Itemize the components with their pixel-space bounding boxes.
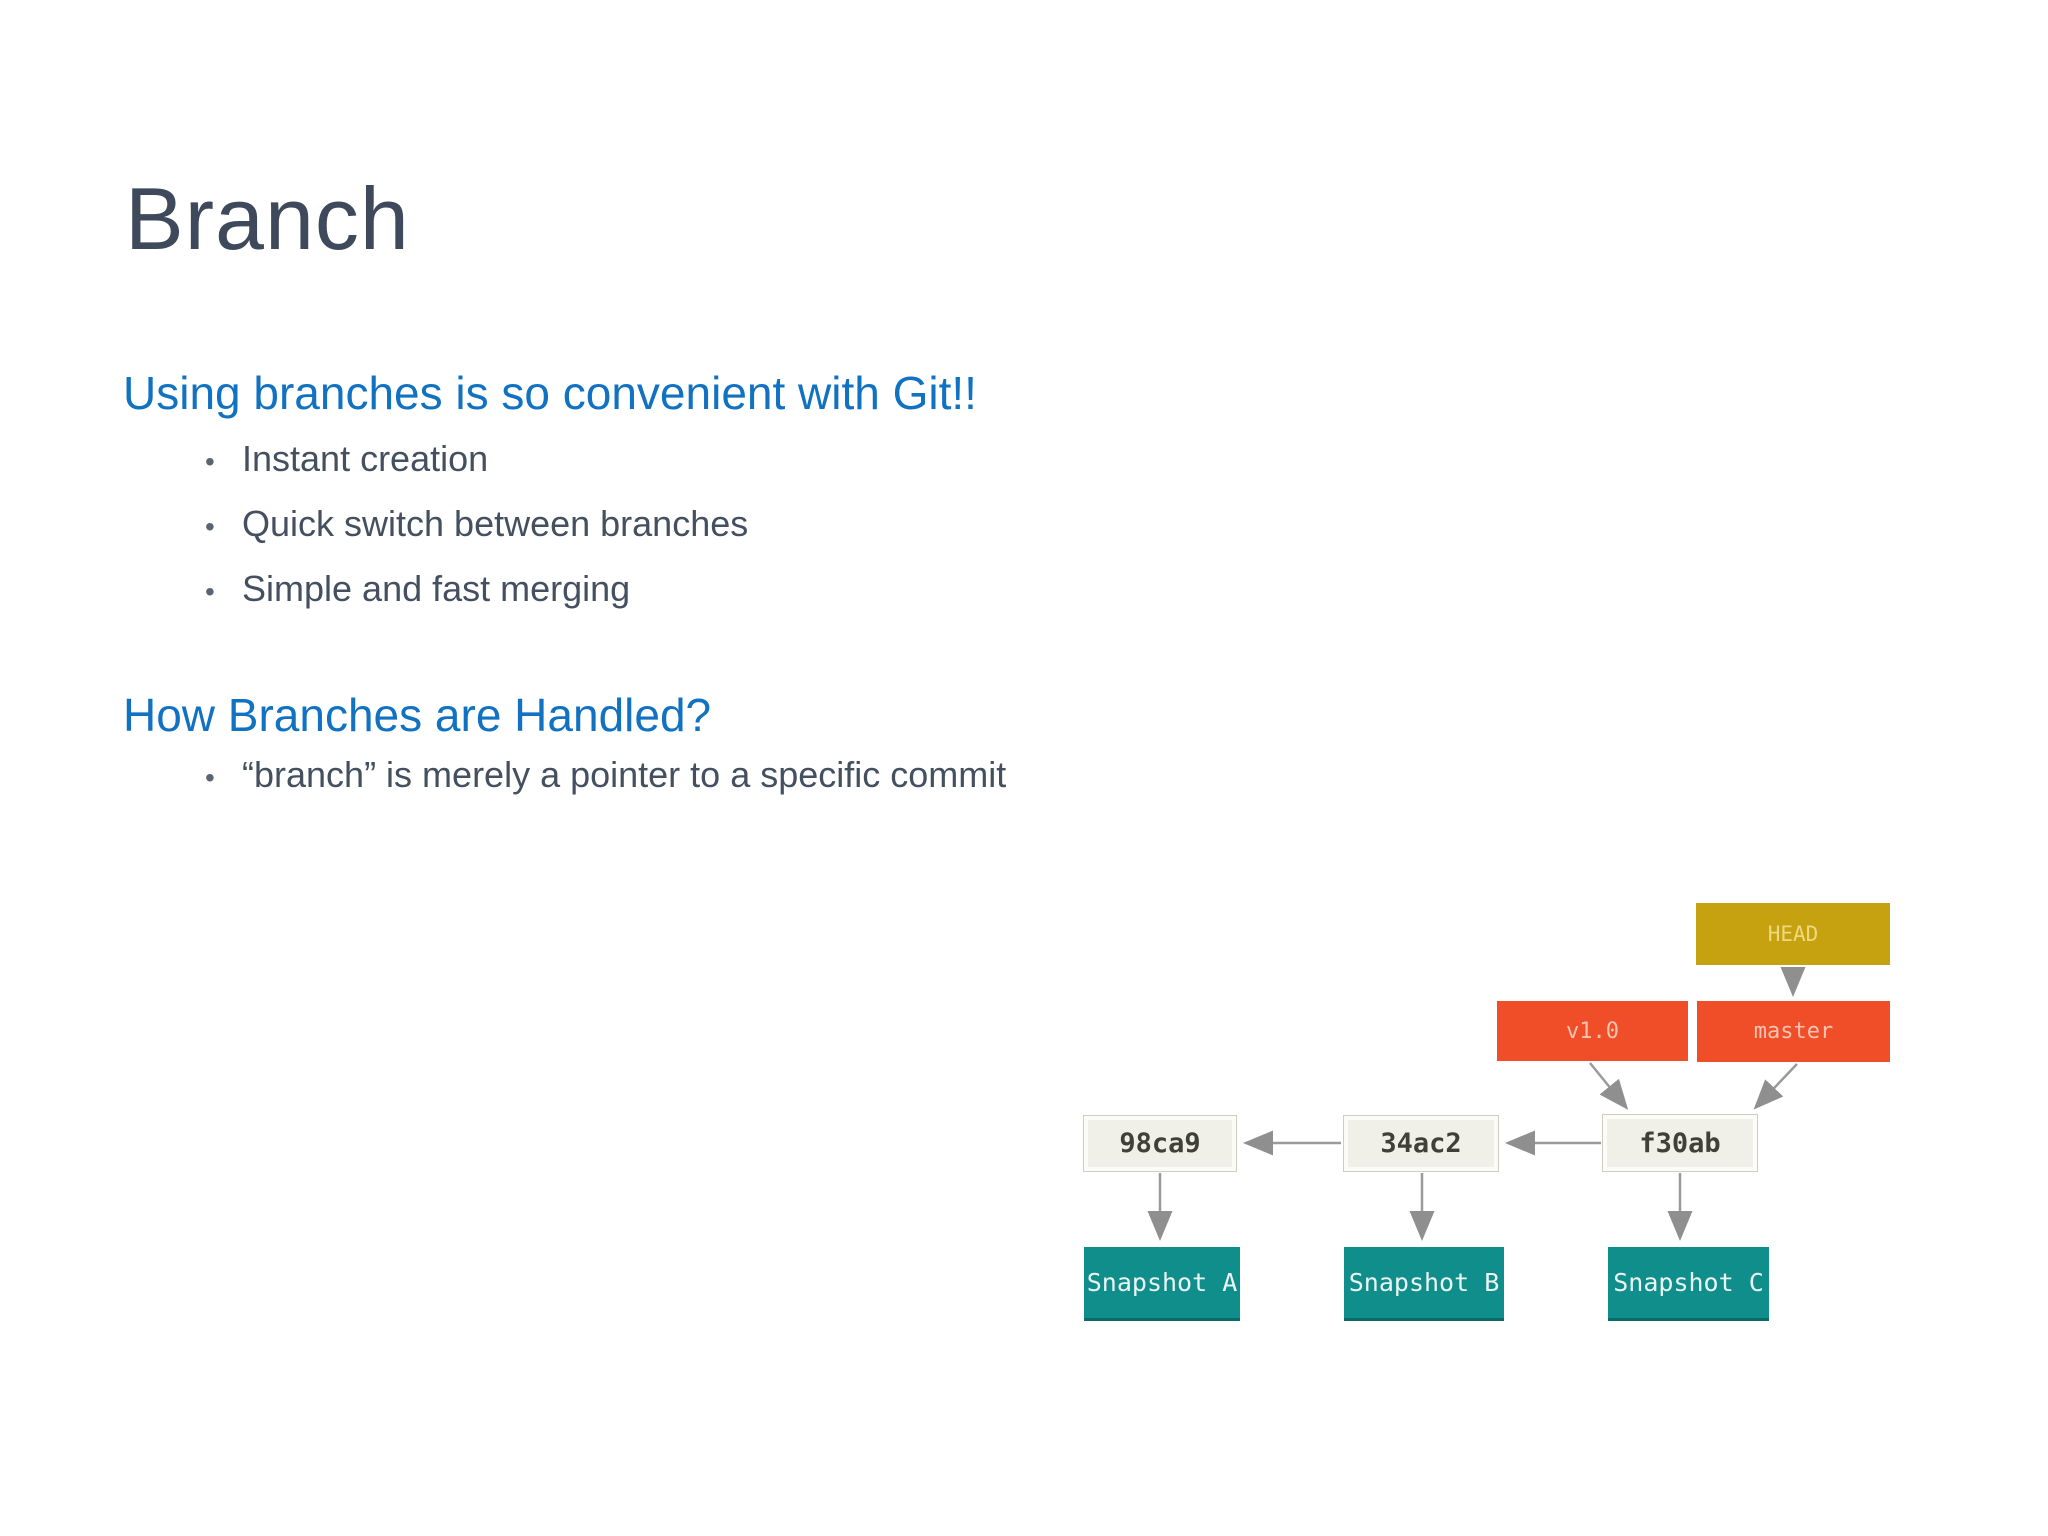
snapshot-b-box: Snapshot B [1344, 1247, 1504, 1321]
bullet-list-convenient: • Instant creation • Quick switch betwee… [205, 428, 748, 623]
arrow-master-to-f30ab [1753, 1063, 1798, 1110]
list-item: • Simple and fast merging [205, 558, 748, 623]
bullet-dot-icon: • [205, 511, 215, 542]
bullet-dot-icon: • [205, 446, 215, 477]
page-title: Branch [125, 169, 410, 268]
git-branch-diagram: HEAD v1.0 master 98ca9 34ac2 f30ab Snaps… [1050, 880, 2000, 1350]
head-pointer-box: HEAD [1696, 903, 1890, 965]
snapshot-a-box: Snapshot A [1084, 1247, 1240, 1321]
branch-master-box: master [1697, 1001, 1890, 1062]
bullet-list-handled: • “branch” is merely a pointer to a spec… [205, 744, 1006, 809]
section-heading-branches-handled: How Branches are Handled? [123, 689, 712, 741]
list-item: • Instant creation [205, 428, 748, 493]
arrow-v10-to-f30ab [1589, 1062, 1629, 1110]
section-heading-branches-convenient: Using branches is so convenient with Git… [123, 367, 977, 419]
commit-98ca9-box: 98ca9 [1083, 1115, 1237, 1172]
diagram-arrows [1147, 967, 1806, 1241]
bullet-text: “branch” is merely a pointer to a specif… [242, 754, 1007, 795]
tag-v1-0-box: v1.0 [1497, 1001, 1688, 1061]
list-item: • “branch” is merely a pointer to a spec… [205, 744, 1006, 809]
snapshot-c-box: Snapshot C [1608, 1247, 1769, 1321]
bullet-dot-icon: • [205, 576, 215, 607]
list-item: • Quick switch between branches [205, 493, 748, 558]
bullet-dot-icon: • [205, 762, 215, 793]
bullet-text: Instant creation [242, 438, 489, 479]
commit-f30ab-box: f30ab [1602, 1114, 1758, 1172]
commit-34ac2-box: 34ac2 [1343, 1115, 1499, 1172]
bullet-text: Quick switch between branches [242, 503, 749, 544]
bullet-text: Simple and fast merging [242, 568, 631, 609]
